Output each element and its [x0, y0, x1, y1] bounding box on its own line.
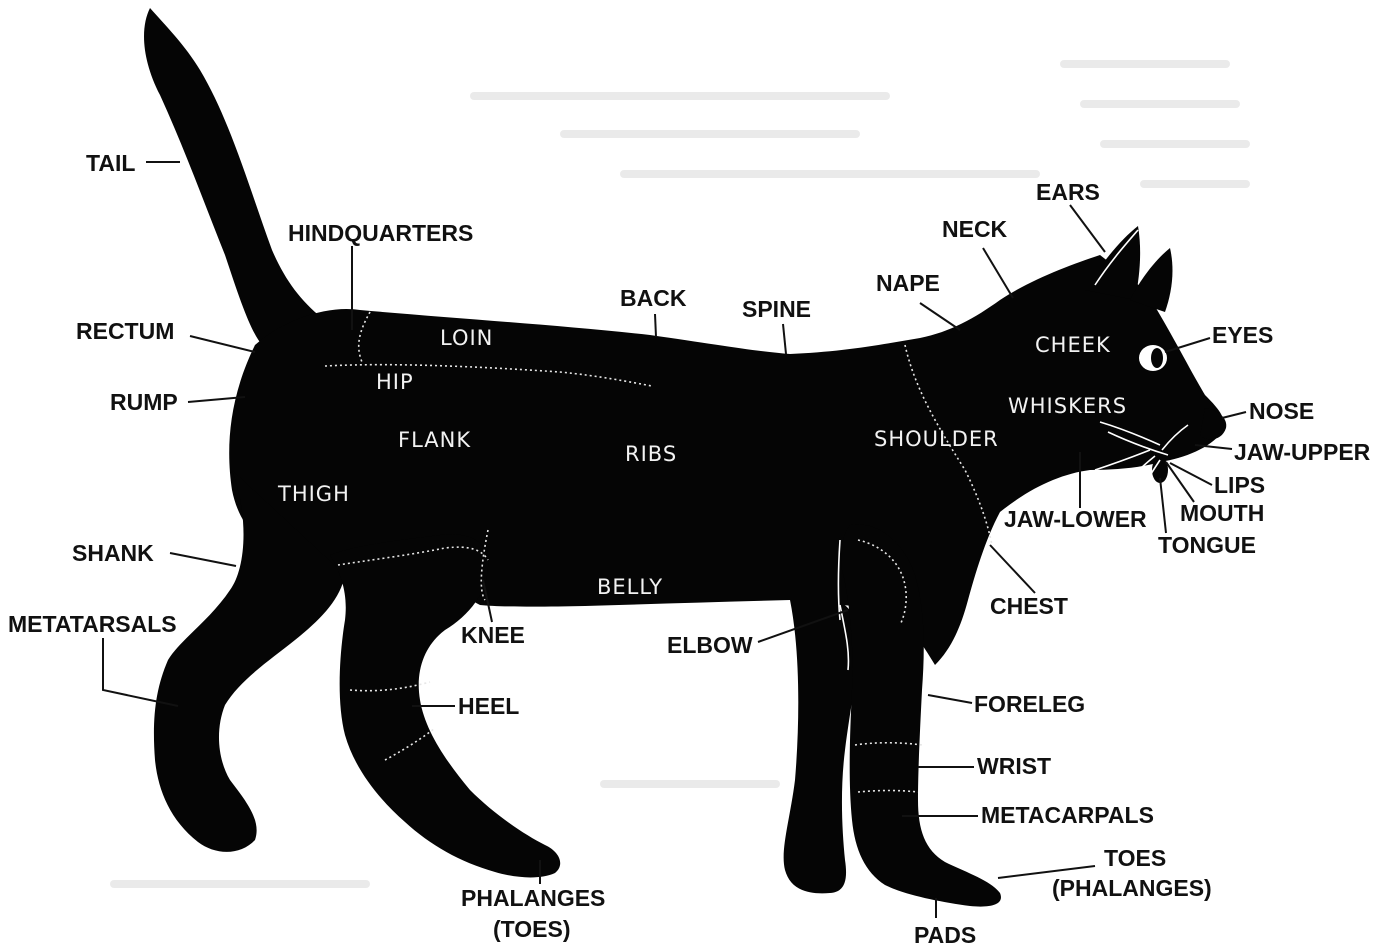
tail-shape — [144, 8, 322, 345]
label-jaw-upper: JAW-UPPER — [1234, 439, 1371, 465]
label-cheek: CHEEK — [1035, 333, 1111, 357]
label-rump: RUMP — [110, 389, 178, 415]
label-belly: BELLY — [597, 575, 663, 599]
label-jaw-lower: JAW-LOWER — [1004, 506, 1147, 532]
label-metatarsals: METATARSALS — [8, 611, 177, 637]
cat-silhouette — [144, 8, 1226, 907]
fore-leg-left — [784, 600, 860, 893]
label-nose: NOSE — [1249, 398, 1314, 424]
label-tail: TAIL — [86, 150, 135, 176]
label-metacarpals: METACARPALS — [981, 802, 1154, 828]
label-thigh: THIGH — [277, 482, 350, 506]
label-eyes: EYES — [1212, 322, 1273, 348]
label-chest: CHEST — [990, 593, 1068, 619]
label-nape: NAPE — [876, 270, 940, 296]
label-tongue: TONGUE — [1158, 532, 1256, 558]
label-pads: PADS — [914, 922, 976, 948]
label-foreleg: FORELEG — [974, 691, 1085, 717]
label-shoulder: SHOULDER — [874, 427, 999, 451]
label-ears: EARS — [1036, 179, 1100, 205]
label-lips: LIPS — [1214, 472, 1265, 498]
label-toes-phalanges-line1: TOES — [1104, 845, 1166, 871]
label-knee: KNEE — [461, 622, 525, 648]
label-wrist: WRIST — [977, 753, 1051, 779]
label-loin: LOIN — [440, 326, 493, 350]
label-hip: HIP — [376, 370, 414, 394]
label-elbow: ELBOW — [667, 632, 753, 658]
label-ribs: RIBS — [625, 442, 677, 466]
label-heel: HEEL — [458, 693, 519, 719]
label-rectum: RECTUM — [76, 318, 174, 344]
label-hindquarters: HINDQUARTERS — [288, 220, 473, 246]
label-phalanges-toes-line2: (TOES) — [493, 916, 571, 942]
label-neck: NECK — [942, 216, 1008, 242]
label-whiskers: WHISKERS — [1008, 394, 1127, 418]
label-back: BACK — [620, 285, 687, 311]
label-mouth: MOUTH — [1180, 500, 1264, 526]
label-spine: SPINE — [742, 296, 811, 322]
label-flank: FLANK — [398, 428, 471, 452]
label-toes-phalanges-line2: (PHALANGES) — [1052, 875, 1212, 901]
label-shank: SHANK — [72, 540, 154, 566]
label-phalanges-toes-line1: PHALANGES — [461, 885, 605, 911]
eye-icon — [1139, 345, 1167, 371]
